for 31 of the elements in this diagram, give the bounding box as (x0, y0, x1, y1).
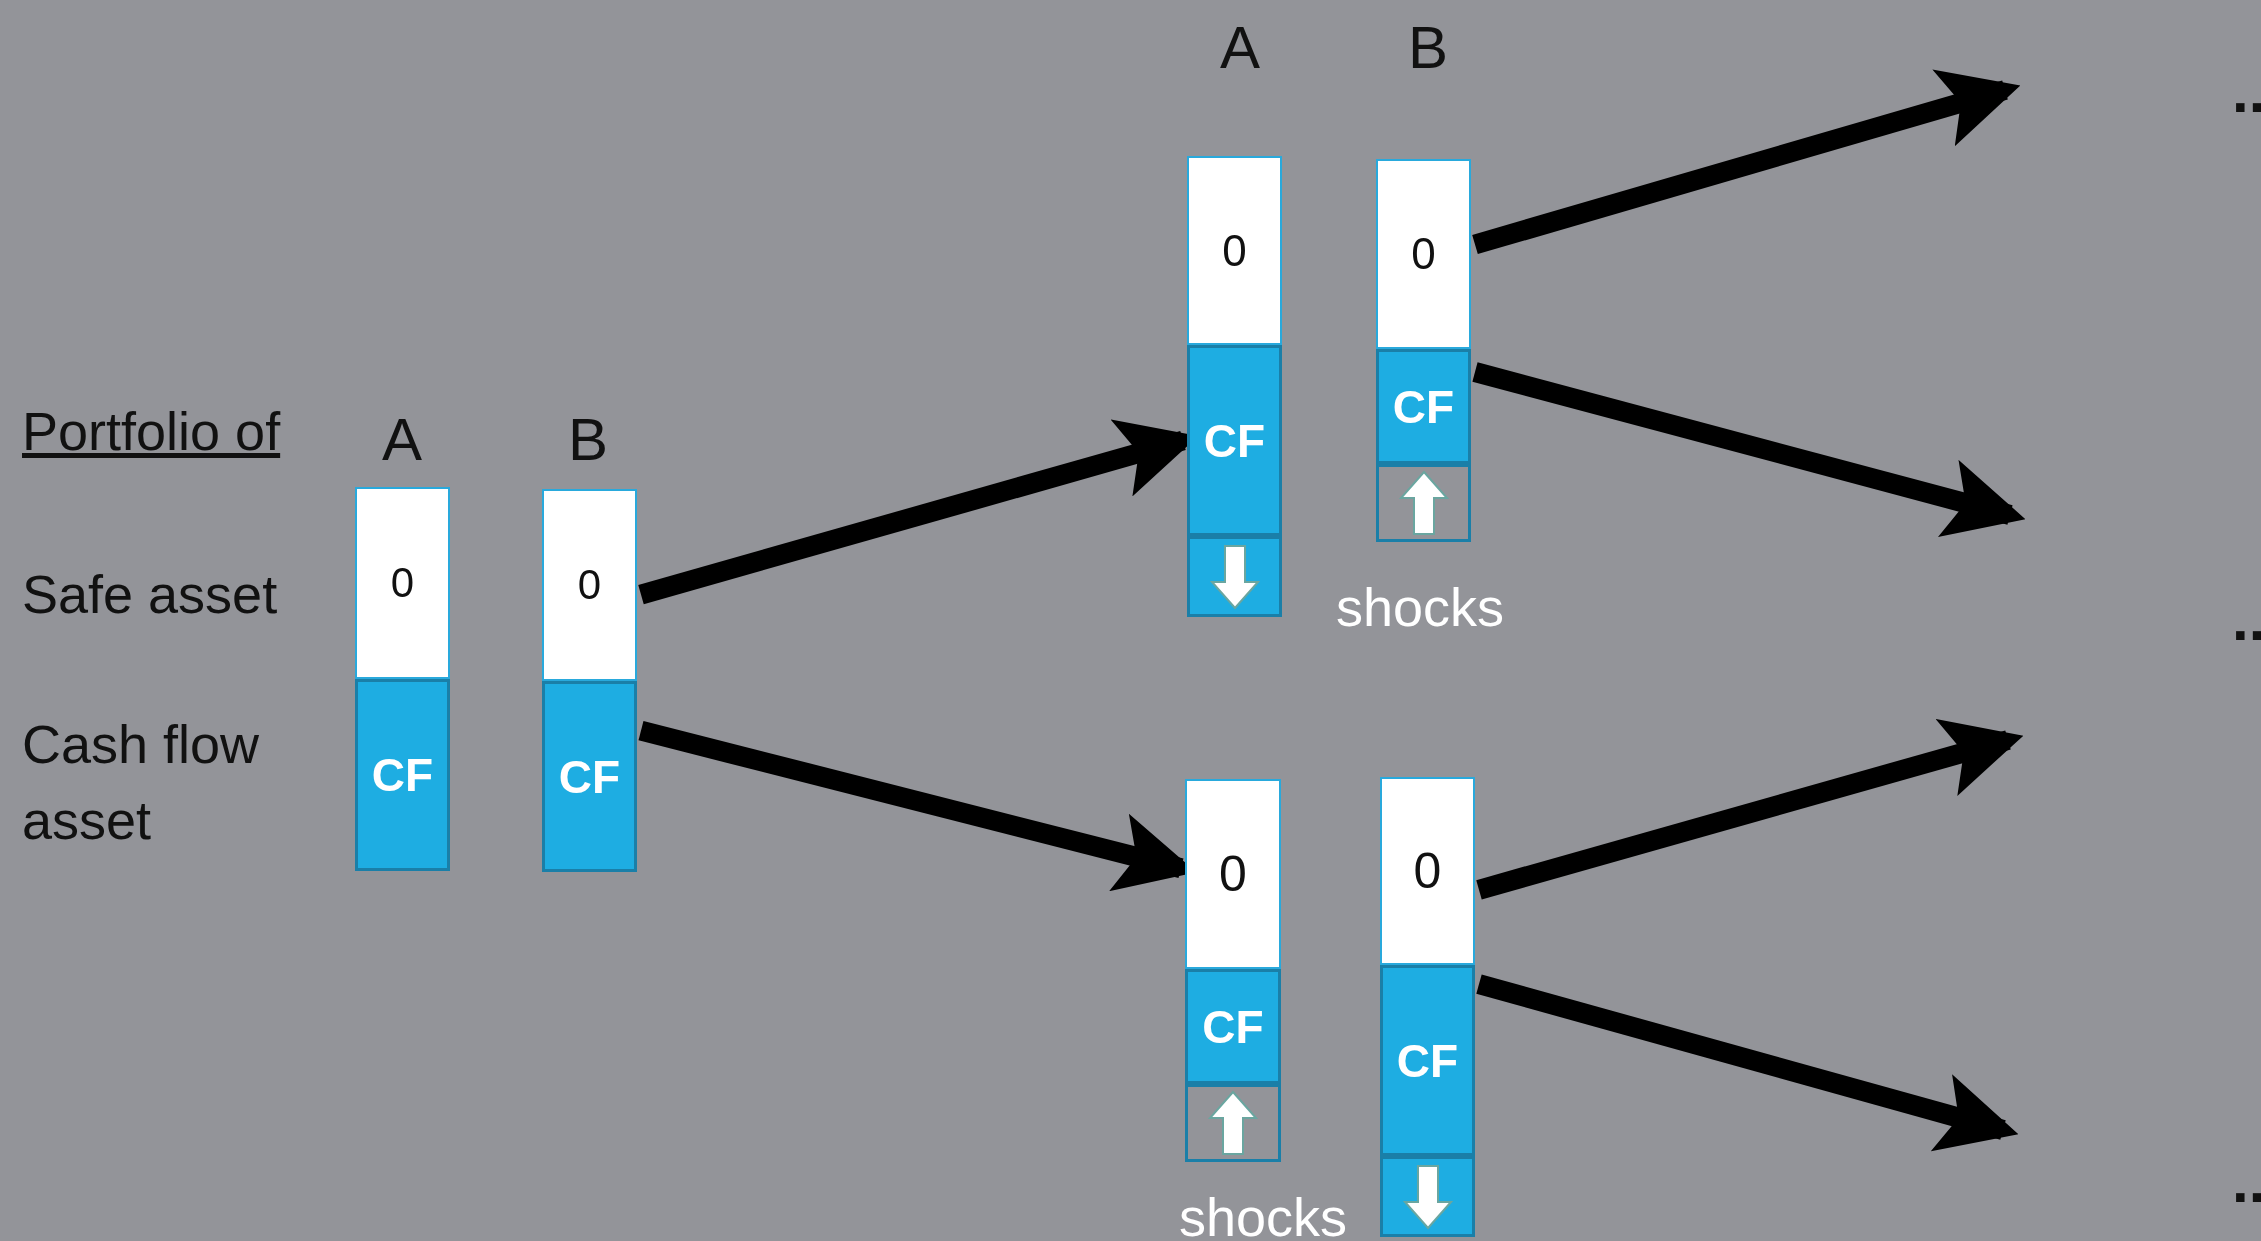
shock-bar (1376, 464, 1471, 542)
column-heading: A (1220, 18, 1261, 78)
shock-bar (1187, 536, 1282, 617)
ellipsis: .. (2232, 590, 2261, 650)
safe-asset-bar: 0 (1376, 159, 1471, 349)
shock-bar (1185, 1084, 1281, 1162)
safe-asset-bar: 0 (355, 487, 450, 679)
arrow (1472, 69, 2021, 255)
cash-flow-bar: CF (1185, 969, 1281, 1084)
column-heading: B (1408, 18, 1449, 78)
row-label: Cash flow asset (22, 713, 261, 852)
safe-asset-bar: 0 (1380, 777, 1475, 965)
row-heading: Portfolio of (22, 404, 281, 458)
cash-flow-bar: CF (1187, 345, 1282, 536)
caption: shocks (1336, 580, 1505, 634)
cash-flow-bar: CF (542, 681, 637, 872)
column-heading: B (568, 410, 609, 470)
row-label: Safe asset (22, 563, 279, 626)
ellipsis: .. (2232, 1152, 2261, 1212)
column-heading: A (382, 410, 423, 470)
caption: shocks (1179, 1190, 1348, 1241)
ellipsis: .. (2232, 62, 2261, 122)
cash-flow-bar: CF (1380, 965, 1475, 1156)
cash-flow-bar: CF (1376, 349, 1471, 464)
safe-asset-bar: 0 (542, 489, 637, 681)
arrow (1472, 362, 2026, 538)
safe-asset-bar: 0 (1185, 779, 1281, 969)
arrow (1476, 718, 2024, 900)
shock-bar (1380, 1156, 1475, 1237)
cash-flow-bar: CF (355, 679, 450, 871)
safe-asset-bar: 0 (1187, 156, 1282, 345)
